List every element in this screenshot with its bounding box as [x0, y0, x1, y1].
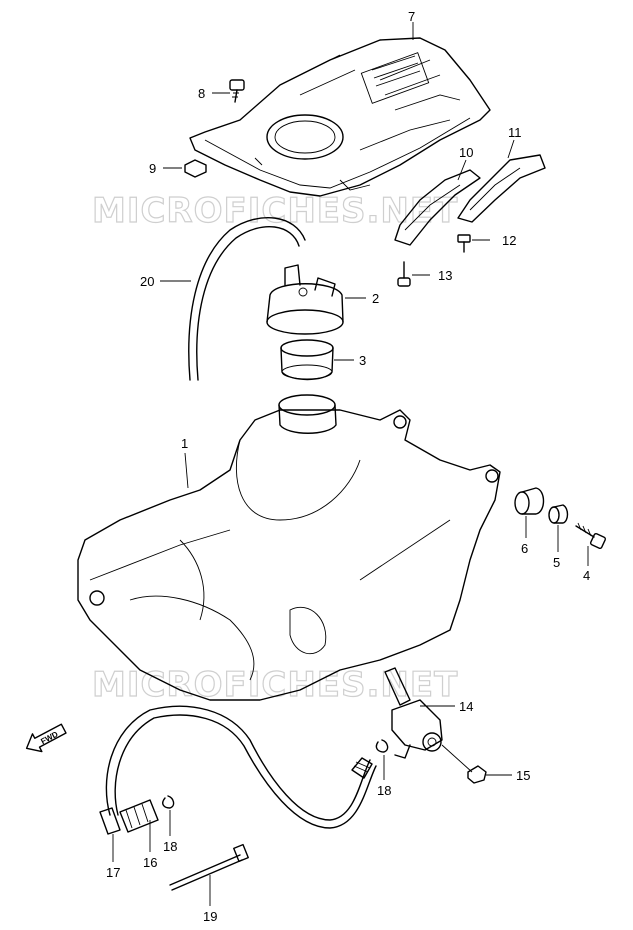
callout-9: 9 — [149, 161, 156, 176]
callout-13: 13 — [438, 268, 452, 283]
hose-end-part-17[interactable] — [99, 807, 121, 835]
strap-part-10[interactable] — [394, 169, 481, 246]
fuel-cap-part-2[interactable] — [266, 264, 344, 335]
callout-12: 12 — [502, 233, 516, 248]
fuel-hose-part-16[interactable] — [105, 705, 377, 833]
callout-1: 1 — [181, 436, 188, 451]
callout-10: 10 — [459, 145, 473, 160]
tank-cover-part-7[interactable] — [189, 37, 491, 197]
callout-18-valve: 18 — [377, 783, 391, 798]
bolt-part-4[interactable] — [575, 522, 607, 550]
fuel-tank-part-1[interactable] — [77, 394, 501, 701]
cap-part-15[interactable] — [467, 765, 487, 784]
callout-19: 19 — [203, 909, 217, 924]
bolt-part-8[interactable] — [229, 79, 245, 103]
callout-14: 14 — [459, 699, 473, 714]
callout-6: 6 — [521, 541, 528, 556]
clip-nut-part-9[interactable] — [184, 159, 207, 178]
callout-4: 4 — [583, 568, 590, 583]
forward-direction-indicator: FWD — [25, 723, 67, 753]
callout-5: 5 — [553, 555, 560, 570]
fwd-label: FWD — [39, 730, 60, 747]
rubber-cushion-part-6[interactable] — [514, 487, 545, 515]
bolt-part-12[interactable] — [457, 234, 471, 253]
callout-7: 7 — [408, 9, 415, 24]
filler-ring-part-3[interactable] — [280, 339, 334, 381]
bolt-part-13[interactable] — [397, 261, 411, 287]
fuel-valve-part-14[interactable] — [384, 667, 443, 759]
clip-part-18-valve[interactable] — [375, 739, 389, 753]
cable-tie-part-19[interactable] — [169, 843, 249, 891]
breather-hose-part-20[interactable] — [188, 216, 306, 381]
callout-8: 8 — [198, 86, 205, 101]
callout-15: 15 — [516, 768, 530, 783]
leader-lines — [112, 22, 589, 906]
strap-part-11[interactable] — [457, 154, 546, 223]
callout-labels: 7 8 9 10 11 12 13 20 2 3 1 6 5 4 14 15 1… — [106, 9, 590, 924]
callout-20: 20 — [140, 274, 154, 289]
watermark-top: MICROFICHES.NET — [92, 191, 458, 231]
callout-11: 11 — [508, 125, 522, 140]
callout-17: 17 — [106, 865, 120, 880]
clip-part-18-hose[interactable] — [162, 795, 175, 809]
callout-16: 16 — [143, 855, 157, 870]
callout-18-hose: 18 — [163, 839, 177, 854]
callout-2: 2 — [372, 291, 379, 306]
hose-joint-part-18[interactable] — [351, 757, 373, 779]
collar-part-5[interactable] — [548, 504, 569, 524]
callout-3: 3 — [359, 353, 366, 368]
